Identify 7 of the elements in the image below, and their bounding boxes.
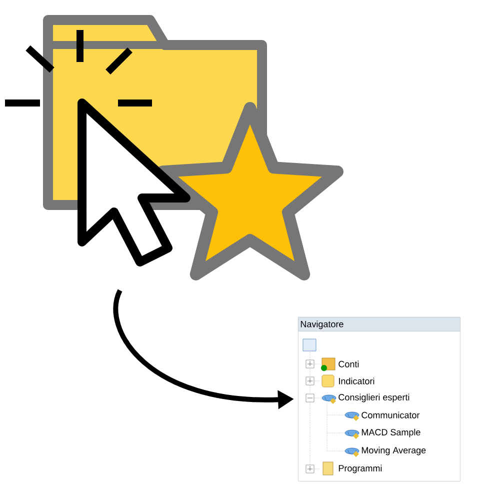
- tree-item: Moving Average: [362, 446, 426, 456]
- tree-item: Programmi: [338, 464, 382, 474]
- tree-item: Indicatori: [339, 378, 374, 384]
- tree-item: Communicator: [362, 412, 420, 418]
- tree-item: Consiglieri esperti: [338, 394, 410, 402]
- tree-item: MACD Sample: [362, 428, 420, 438]
- tree-item: Conti: [338, 360, 359, 368]
